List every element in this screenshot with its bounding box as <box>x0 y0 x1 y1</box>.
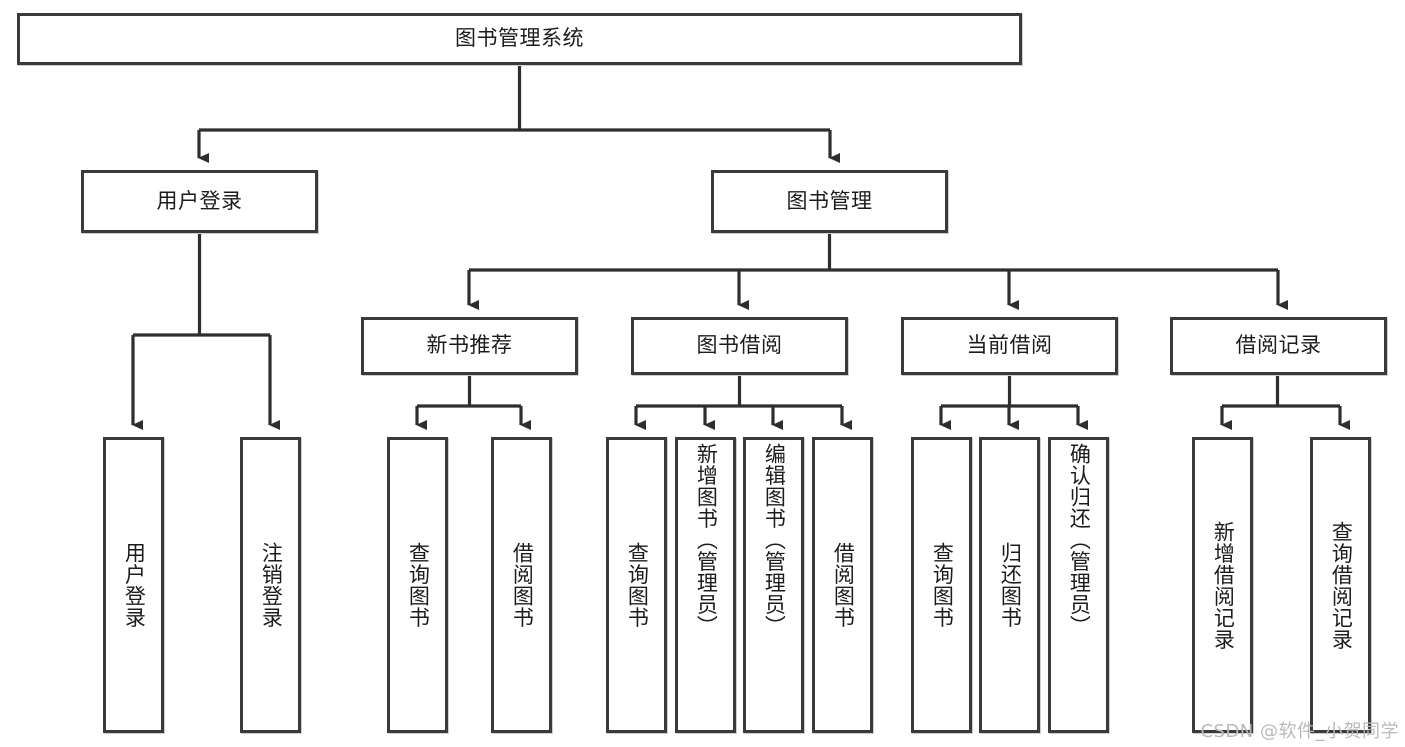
node-leaf-query-book-1-label: 查询图书 <box>406 542 431 628</box>
node-current-borrow[interactable]: 当前借阅 <box>901 317 1118 375</box>
node-root[interactable]: 图书管理系统 <box>17 13 1022 65</box>
node-leaf-borrow-book-2[interactable]: 借阅图书 <box>812 437 873 733</box>
node-root-label: 图书管理系统 <box>455 26 584 51</box>
node-leaf-query-book-2-label: 查询图书 <box>625 542 650 628</box>
node-current-borrow-label: 当前借阅 <box>966 333 1053 358</box>
node-leaf-user-login[interactable]: 用户登录 <box>103 437 164 733</box>
watermark-text: CSDN @软件_小贺同学 <box>1200 721 1399 742</box>
node-leaf-add-book-label: 新增图书（管理员） <box>694 443 719 637</box>
node-leaf-query-book-1[interactable]: 查询图书 <box>387 437 448 733</box>
node-user-login-label: 用户登录 <box>156 188 243 213</box>
node-book-management[interactable]: 图书管理 <box>711 170 948 233</box>
node-borrow-record[interactable]: 借阅记录 <box>1170 317 1387 375</box>
node-leaf-query-book-3[interactable]: 查询图书 <box>911 437 972 733</box>
node-leaf-query-record[interactable]: 查询借阅记录 <box>1310 437 1371 733</box>
node-leaf-return-book-label: 归还图书 <box>998 542 1023 628</box>
node-leaf-confirm-return-label: 确认归还（管理员） <box>1067 443 1092 637</box>
node-leaf-add-record[interactable]: 新增借阅记录 <box>1192 437 1253 733</box>
node-leaf-user-logout[interactable]: 注销登录 <box>240 437 301 733</box>
node-leaf-user-logout-label: 注销登录 <box>259 542 284 628</box>
node-user-login[interactable]: 用户登录 <box>81 170 318 233</box>
node-book-management-label: 图书管理 <box>786 188 873 213</box>
node-book-borrow-label: 图书借阅 <box>696 333 783 358</box>
node-leaf-borrow-book-1-label: 借阅图书 <box>510 542 535 628</box>
node-leaf-borrow-book-2-label: 借阅图书 <box>831 542 856 628</box>
node-leaf-query-book-3-label: 查询图书 <box>930 542 955 628</box>
node-leaf-add-book[interactable]: 新增图书（管理员） <box>675 437 736 733</box>
node-borrow-record-label: 借阅记录 <box>1235 333 1322 358</box>
node-book-borrow[interactable]: 图书借阅 <box>631 317 848 375</box>
node-leaf-borrow-book-1[interactable]: 借阅图书 <box>491 437 552 733</box>
node-new-book-recommend[interactable]: 新书推荐 <box>361 317 578 375</box>
node-leaf-confirm-return[interactable]: 确认归还（管理员） <box>1048 437 1109 733</box>
node-leaf-edit-book[interactable]: 编辑图书（管理员） <box>743 437 804 733</box>
node-leaf-add-record-label: 新增借阅记录 <box>1211 520 1236 650</box>
node-leaf-edit-book-label: 编辑图书（管理员） <box>762 443 787 637</box>
node-leaf-return-book[interactable]: 归还图书 <box>979 437 1040 733</box>
node-new-book-recommend-label: 新书推荐 <box>426 333 513 358</box>
node-leaf-user-login-label: 用户登录 <box>122 542 147 628</box>
node-leaf-query-record-label: 查询借阅记录 <box>1329 520 1354 650</box>
node-leaf-query-book-2[interactable]: 查询图书 <box>606 437 667 733</box>
